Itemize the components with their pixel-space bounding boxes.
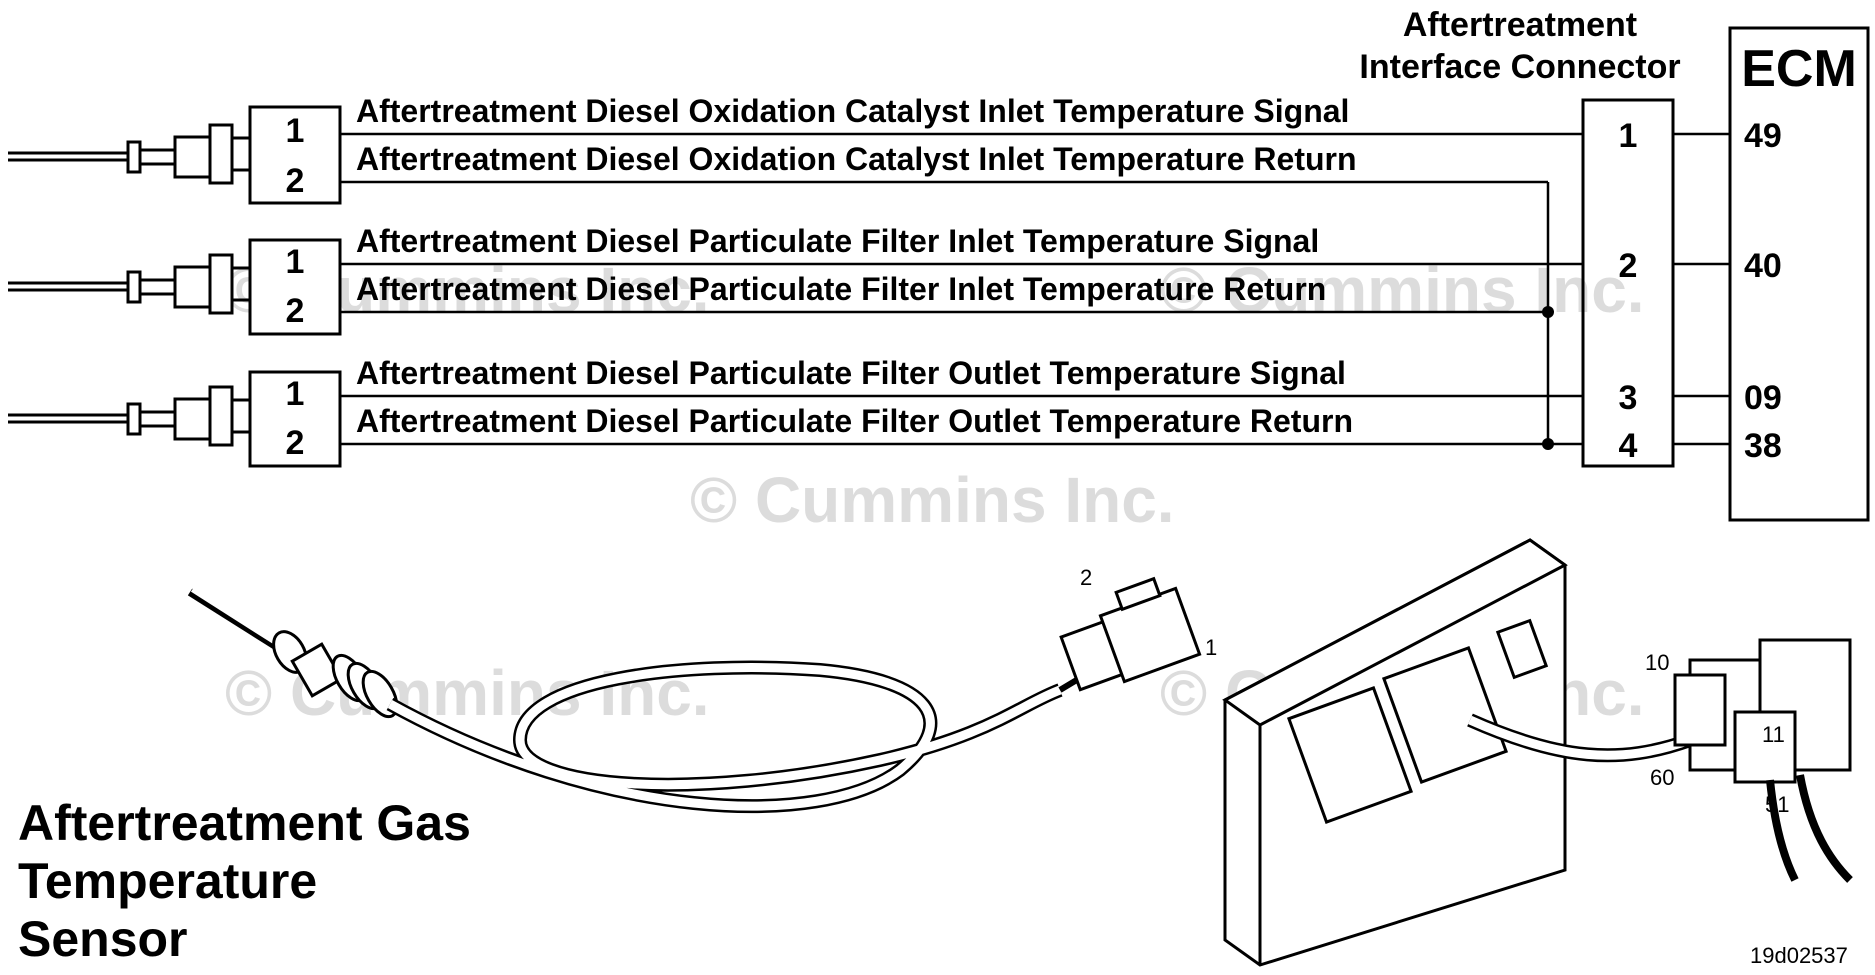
wires xyxy=(340,132,1730,446)
watermark: © Cummins Inc. xyxy=(690,464,1175,536)
sensor-illustration xyxy=(187,576,1202,814)
sensor-1-signal-label: Aftertreatment Diesel Oxidation Catalyst… xyxy=(356,93,1349,129)
splice-dot xyxy=(1542,438,1554,450)
sensor-2-symbol xyxy=(8,238,342,336)
ecm-connector-pin-60-label: 60 xyxy=(1650,765,1674,790)
interface-connector-title-line2: Interface Connector xyxy=(1359,48,1680,86)
interface-pin-4: 4 xyxy=(1619,427,1638,465)
sensor-3-symbol xyxy=(8,370,342,468)
sensor-2-pin-1: 1 xyxy=(286,243,305,281)
interface-connector-box xyxy=(1581,98,1675,468)
ecm-connector-pin-10-label: 10 xyxy=(1645,650,1669,675)
illustration-title-line1: Aftertreatment Gas xyxy=(18,795,471,851)
ecm-illustration xyxy=(1222,538,1853,967)
sensor-2-pin-2: 2 xyxy=(286,292,305,330)
sensor-connector-pin-1-label: 1 xyxy=(1205,635,1217,660)
sensor-2-return-label: Aftertreatment Diesel Particulate Filter… xyxy=(356,271,1326,307)
splice-dot xyxy=(1542,306,1554,318)
ecm-box xyxy=(1728,26,1870,522)
ecm-connector-pin-51-label: 51 xyxy=(1765,792,1789,817)
sensor-1-return-label: Aftertreatment Diesel Oxidation Catalyst… xyxy=(356,141,1357,177)
interface-pin-2: 2 xyxy=(1619,247,1638,285)
interface-pin-3: 3 xyxy=(1619,379,1638,417)
sensor-3-signal-label: Aftertreatment Diesel Particulate Filter… xyxy=(356,355,1346,391)
ecm-pin-09: 09 xyxy=(1744,379,1782,417)
illustration-title-line2: Temperature xyxy=(18,853,317,909)
ecm-connector-pin-11-label: 11 xyxy=(1762,722,1785,747)
sensor-3-return-label: Aftertreatment Diesel Particulate Filter… xyxy=(356,403,1353,439)
ecm-label: ECM xyxy=(1741,40,1857,98)
ecm-pin-40: 40 xyxy=(1744,247,1782,285)
ecm-pin-49: 49 xyxy=(1744,117,1782,155)
sensor-1-symbol xyxy=(8,105,342,205)
sensor-3-pin-1: 1 xyxy=(286,375,305,413)
interface-connector-title-line1: Aftertreatment xyxy=(1403,6,1637,44)
sensor-1-pin-2: 2 xyxy=(286,162,305,200)
figure-id: 19d02537 xyxy=(1750,943,1848,968)
sensor-2-signal-label: Aftertreatment Diesel Particulate Filter… xyxy=(356,223,1319,259)
illustration-title-line3: Sensor xyxy=(18,911,188,967)
sensor-1-pin-1: 1 xyxy=(286,112,305,150)
ecm-pin-38: 38 xyxy=(1744,427,1782,465)
sensor-connector-pin-2-label: 2 xyxy=(1080,565,1092,590)
sensor-3-pin-2: 2 xyxy=(286,424,305,462)
interface-pin-1: 1 xyxy=(1619,117,1638,155)
watermark: © Cummins Inc. xyxy=(1160,254,1645,326)
